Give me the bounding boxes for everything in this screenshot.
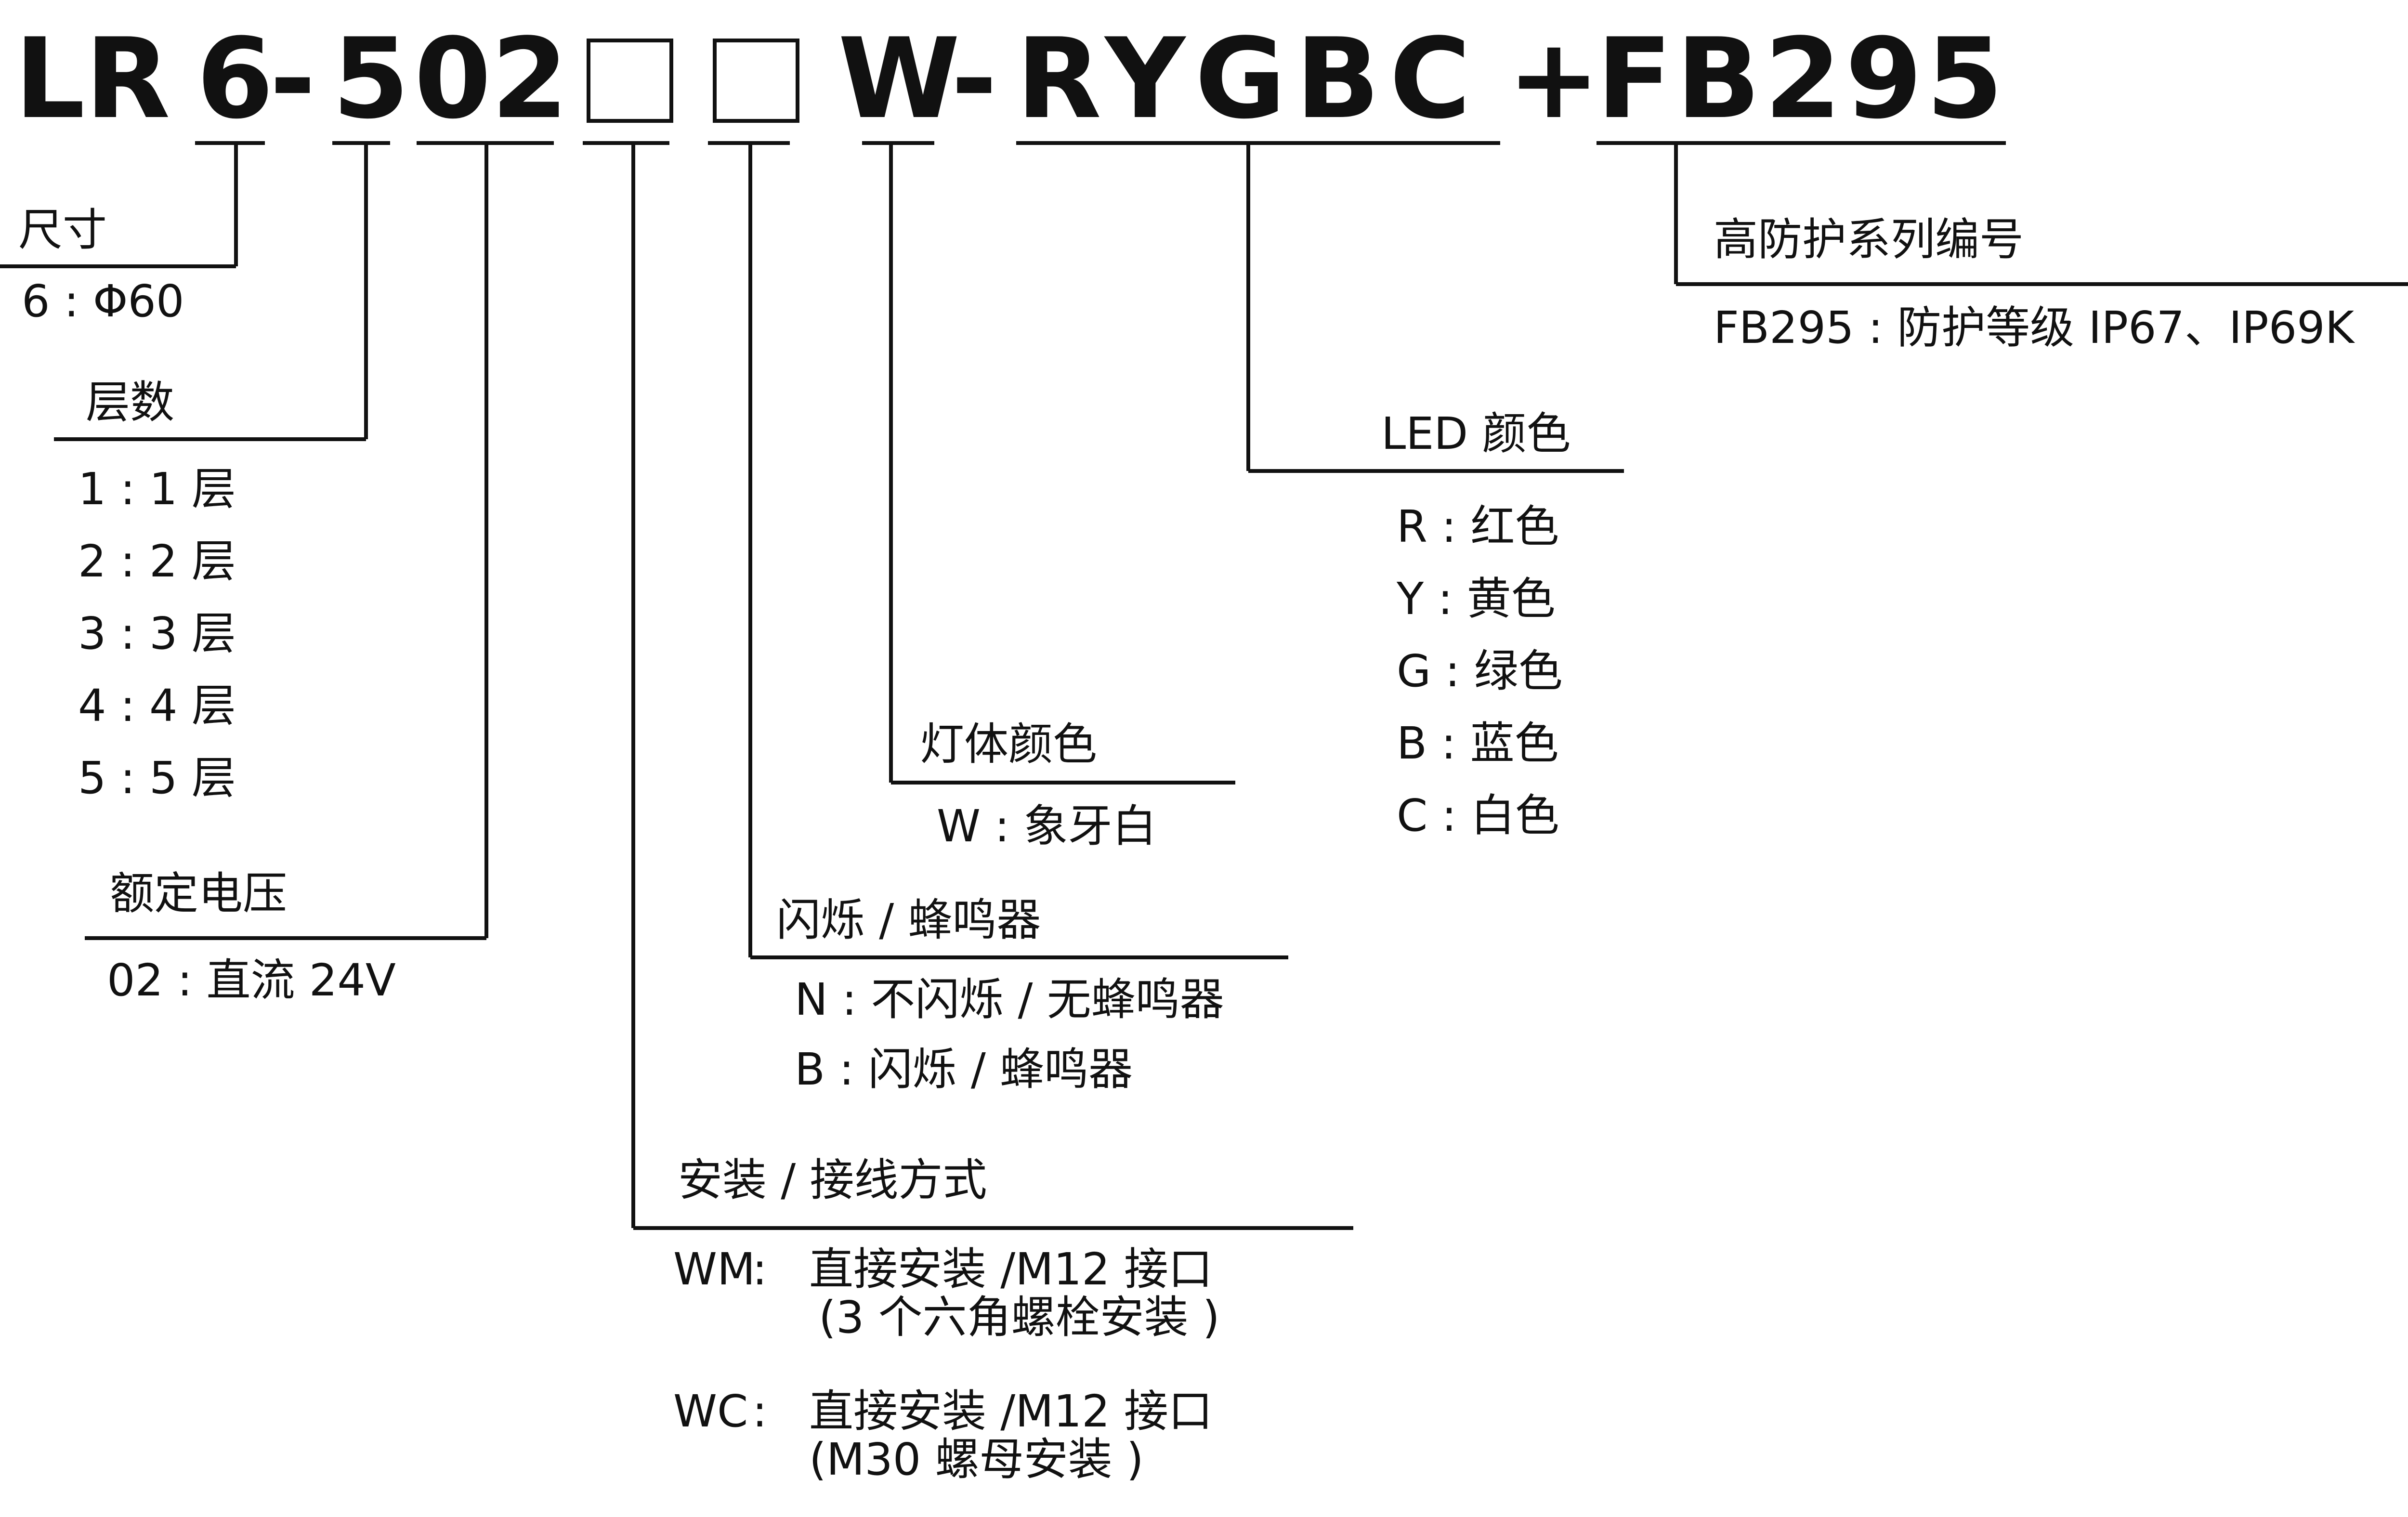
mounting-title: 安装 / 接线方式 — [678, 1154, 987, 1206]
mount-placeholder-box — [587, 39, 673, 123]
voltage-title: 额定电压 — [110, 868, 288, 919]
led-color-option: B : 蓝色 — [1397, 718, 1559, 769]
code-body-color: W — [838, 15, 960, 144]
mounting-option-separator: : — [752, 1386, 767, 1437]
led-color-option: Y : 黄色 — [1397, 573, 1556, 625]
mounting-option-line1: 直接安装 /M12 接口 — [809, 1243, 1213, 1295]
code-prefix: LR — [14, 15, 170, 144]
led-color-option: G : 绿色 — [1397, 645, 1563, 697]
layers-option: 5 : 5 层 — [78, 752, 236, 804]
mounting-option-line2: (3 个六角螺栓安装 ) — [819, 1292, 1220, 1343]
code-layers: 5 — [332, 15, 410, 144]
code-size: 6 — [196, 15, 274, 144]
voltage-option: 02 : 直流 24V — [107, 955, 396, 1006]
code-dash-2: - — [951, 15, 997, 144]
layers-option: 3 : 3 层 — [78, 608, 236, 659]
code-led-colors: RYGBC — [1016, 15, 1480, 144]
layers-option: 4 : 4 层 — [78, 680, 236, 732]
mounting-option-separator: : — [752, 1243, 767, 1295]
flash-placeholder-box — [713, 39, 799, 123]
size-option: 6 : Φ60 — [22, 275, 184, 327]
code-dash-1: - — [270, 15, 316, 144]
code-plus: + — [1507, 15, 1600, 144]
size-title: 尺寸 — [18, 204, 107, 256]
layers-option: 2 : 2 层 — [78, 536, 236, 587]
flash-buzzer-option: N : 不闪烁 / 无蜂鸣器 — [795, 974, 1224, 1025]
flash-buzzer-title: 闪烁 / 蜂鸣器 — [776, 894, 1041, 946]
flash-buzzer-option: B : 闪烁 / 蜂鸣器 — [795, 1044, 1133, 1095]
layers-option: 1 : 1 层 — [78, 463, 236, 515]
mounting-option-line1: 直接安装 /M12 接口 — [809, 1386, 1213, 1437]
led-color-title: LED 颜色 — [1381, 408, 1571, 459]
mounting-option-code: WM — [673, 1243, 756, 1295]
led-color-option: R : 红色 — [1397, 501, 1559, 552]
body-color-option: W : 象牙白 — [937, 800, 1157, 852]
code-series: FB295 — [1597, 15, 2007, 144]
code-voltage: 02 — [414, 15, 569, 144]
protection-option: FB295 : 防护等级 IP67、IP69K — [1714, 302, 2355, 353]
mounting-option-code: WC — [673, 1386, 748, 1437]
protection-title: 高防护系列编号 — [1714, 214, 2024, 265]
mounting-option-line2: (M30 螺母安装 ) — [809, 1434, 1144, 1485]
layers-title: 层数 — [86, 377, 175, 428]
led-color-option: C : 白色 — [1397, 790, 1559, 841]
body-color-title: 灯体颜色 — [920, 719, 1098, 770]
